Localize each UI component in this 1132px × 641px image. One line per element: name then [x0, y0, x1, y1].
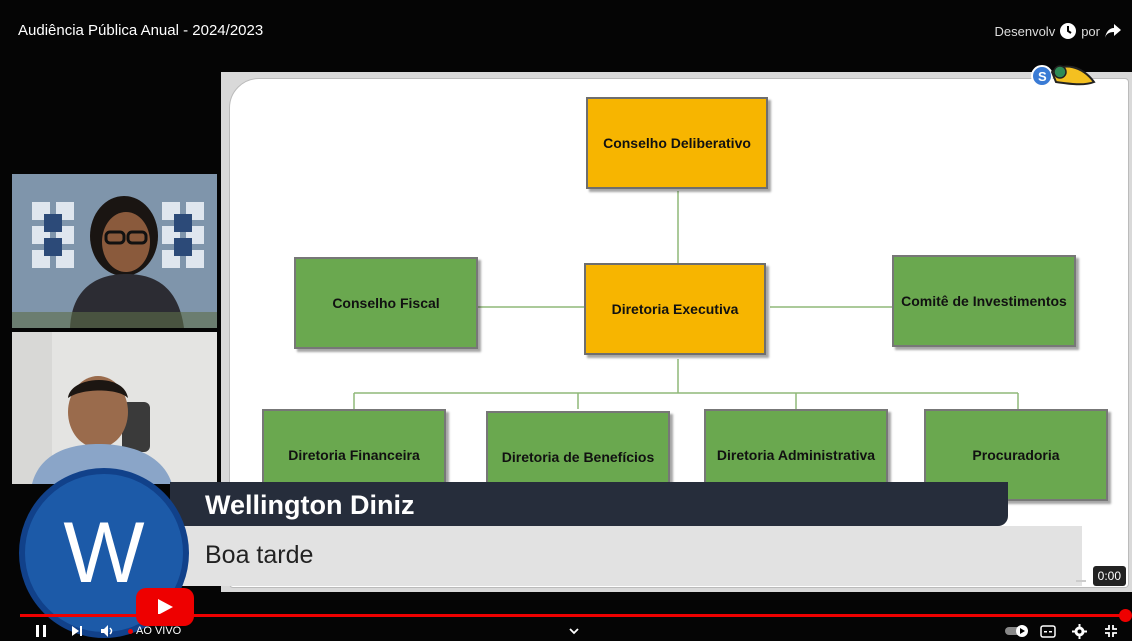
webcam-participant-1 — [12, 174, 217, 328]
captions-icon[interactable] — [1040, 621, 1056, 641]
next-icon[interactable] — [70, 621, 84, 641]
player-controls: AO VIVO — [0, 621, 1132, 641]
share-icon[interactable] — [1104, 22, 1122, 40]
channel-text: Desenvolv — [994, 23, 1056, 39]
speaker-name: Wellington Diniz — [205, 490, 415, 520]
video-title[interactable]: Audiência Pública Anual - 2024/2023 — [18, 22, 264, 39]
volume-icon[interactable] — [100, 621, 116, 641]
org-chart-connectors — [353, 191, 1019, 409]
time-badge: 0:00 — [1092, 566, 1126, 586]
org-box-comite-investimentos: Comitê de Investimentos — [892, 255, 1076, 347]
svg-text:S: S — [1038, 69, 1047, 84]
youtube-logo-button[interactable] — [136, 588, 194, 626]
top-right-actions: Desenvolv por — [995, 22, 1123, 40]
channel-suffix: por — [1081, 23, 1100, 39]
time-dash — [1076, 580, 1086, 582]
channel-avatar[interactable]: W — [19, 468, 189, 638]
speaker-message: Boa tarde — [205, 541, 314, 569]
progress-bar[interactable] — [20, 614, 1128, 617]
live-indicator[interactable]: AO VIVO — [128, 621, 181, 641]
chevron-down-icon[interactable] — [568, 621, 580, 641]
progress-scrubber[interactable] — [1119, 609, 1132, 622]
webcam-participant-2 — [12, 332, 217, 484]
message-band — [170, 526, 1082, 586]
clock-icon[interactable] — [1059, 22, 1077, 40]
gear-icon[interactable] — [1072, 621, 1087, 641]
org-box-conselho-deliberativo: Conselho Deliberativo — [586, 97, 768, 189]
org-box-conselho-fiscal: Conselho Fiscal — [294, 257, 478, 349]
exit-fullscreen-icon[interactable] — [1104, 621, 1118, 641]
live-dot-icon — [128, 628, 133, 634]
org-box-diretoria-executiva: Diretoria Executiva — [584, 263, 766, 355]
live-label: AO VIVO — [136, 625, 182, 637]
avatar-letter: W — [63, 504, 145, 601]
name-band — [170, 482, 1008, 526]
pause-icon[interactable] — [34, 621, 48, 641]
streamyard-wordmark: StreamYard — [1006, 100, 1125, 125]
streamyard-logo-icon: S — [994, 52, 1124, 124]
autoplay-toggle-icon[interactable] — [1004, 621, 1030, 641]
play-triangle-icon — [158, 599, 173, 615]
